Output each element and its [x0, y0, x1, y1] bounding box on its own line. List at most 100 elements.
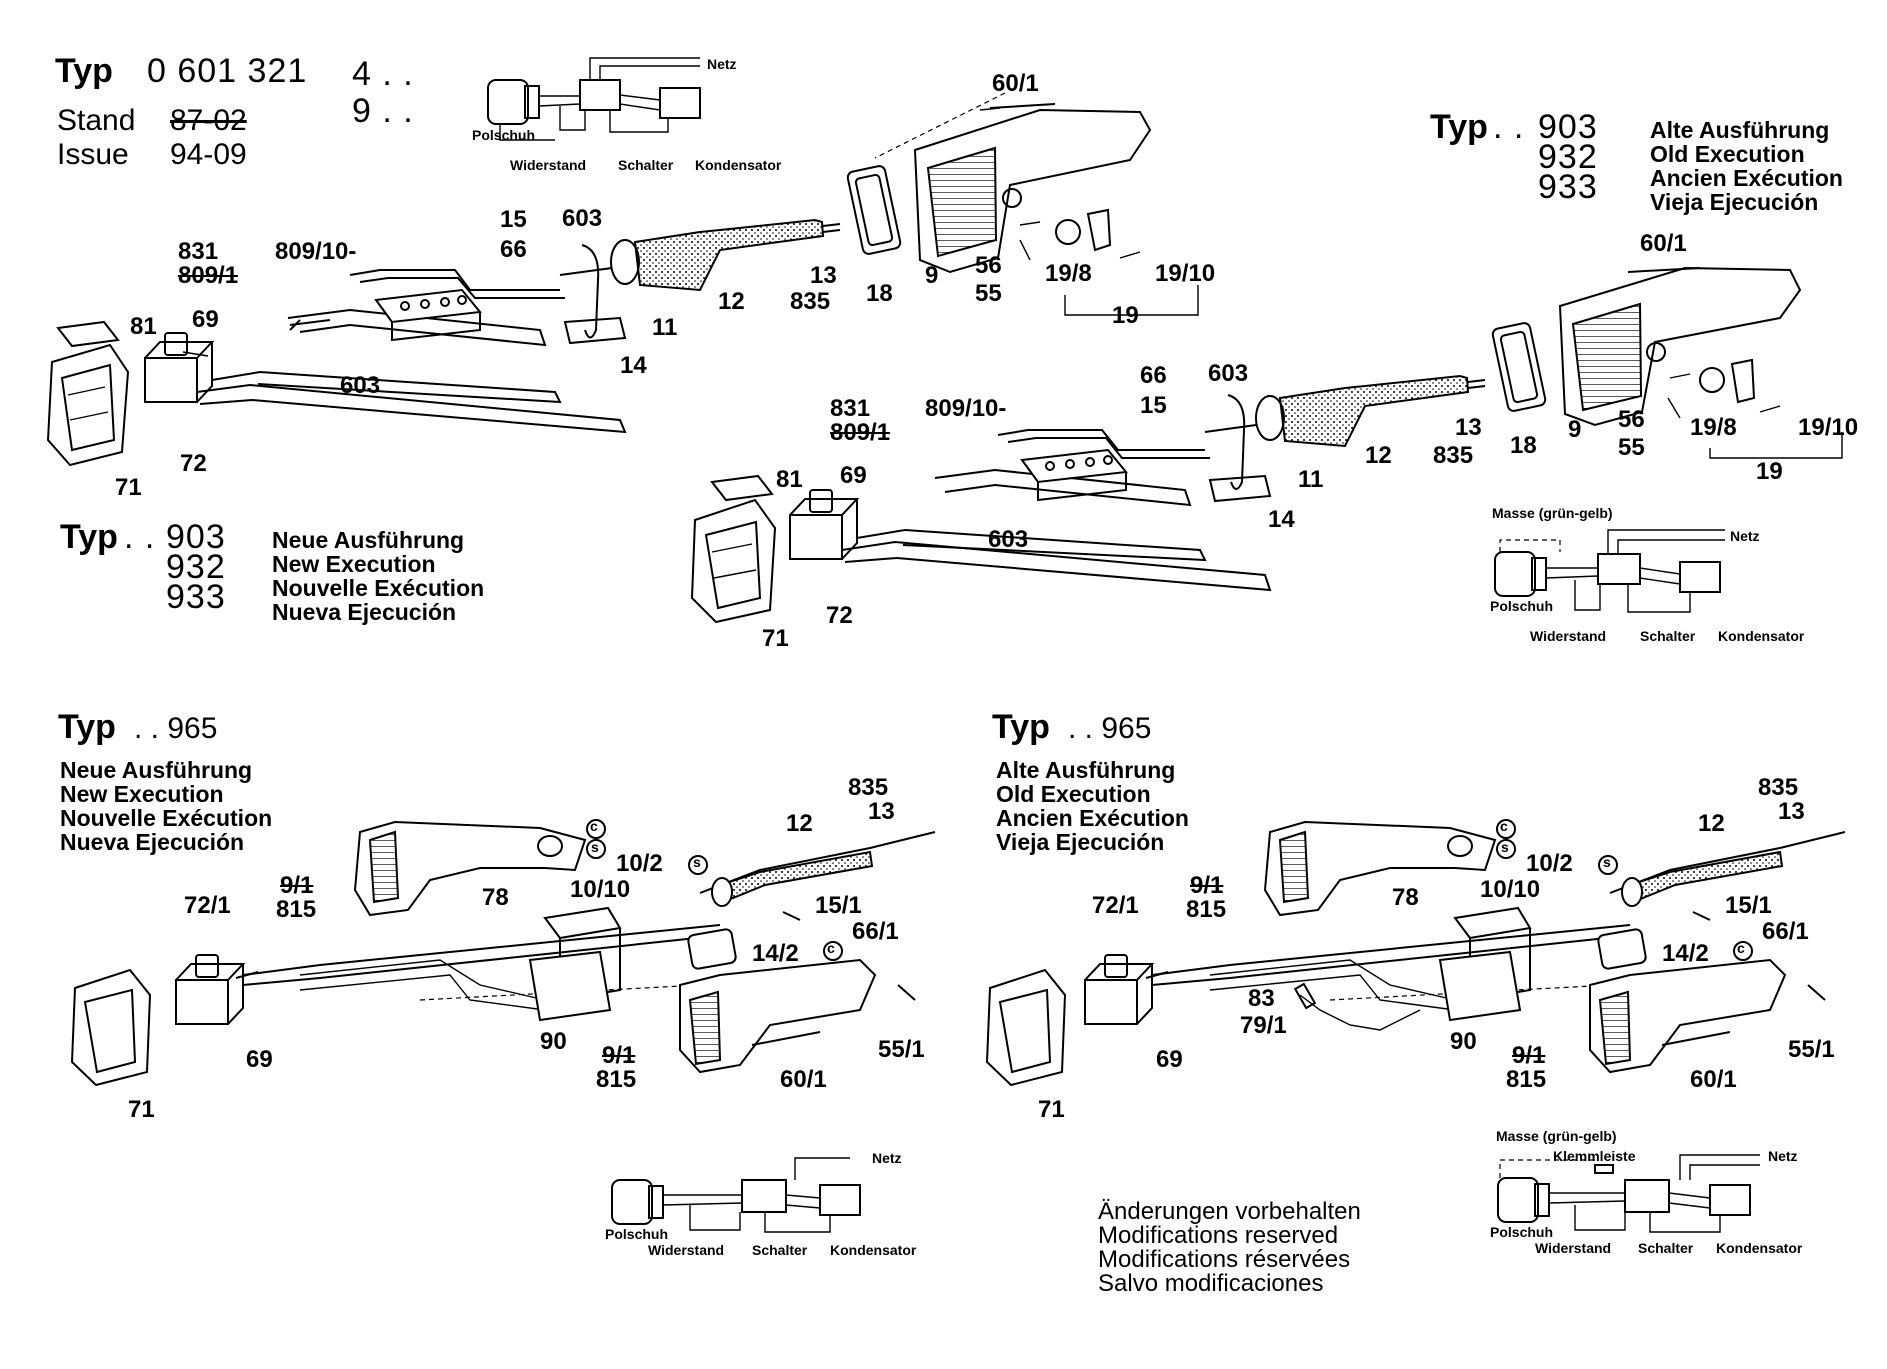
new-top-typ: Typ: [60, 518, 118, 556]
modifications-line-3: Modifications réservées: [1098, 1246, 1351, 1273]
old-top-dots: . .: [1493, 108, 1525, 146]
old-965-line-2: Old Execution: [996, 781, 1151, 807]
part-b-81: 81: [776, 466, 803, 493]
switch-10-2-d: [1438, 906, 1532, 1022]
part-c-66-1: 66/1: [852, 918, 899, 945]
old-965-line-4: Vieja Ejecución: [996, 829, 1165, 855]
part-d-15-1: 15/1: [1725, 892, 1772, 919]
part-b-19-8: 19/8: [1690, 414, 1737, 441]
w2-kondensator: Kondensator: [1718, 628, 1805, 644]
part-a-13: 13: [810, 262, 837, 289]
old-top-line-2: Old Execution: [1650, 141, 1805, 167]
new-top-line-4: Nueva Ejecución: [272, 599, 457, 625]
screw-60-1-b: [1627, 267, 1701, 273]
modifications-line-1: Änderungen vorbehalten: [1098, 1198, 1361, 1225]
part-d-78: 78: [1392, 884, 1419, 911]
switch-block-b: [1020, 448, 1128, 502]
part-b-56: 56: [1618, 406, 1645, 433]
mark-s-1: s: [591, 839, 599, 855]
part-d-10-10: 10/10: [1480, 876, 1541, 903]
armature-11-12-a: [559, 218, 841, 292]
part-c-55-1: 55/1: [878, 1036, 925, 1063]
w4-klemmleiste: Klemmleiste: [1553, 1148, 1636, 1164]
part-c-835: 835: [848, 774, 889, 801]
part-c-10-10: 10/10: [570, 876, 631, 903]
old-top-code-2: 932: [1538, 138, 1598, 176]
part-c-78: 78: [482, 884, 509, 911]
motor-housing-71-d: [985, 968, 1067, 1087]
w1-polschuh: Polschuh: [472, 127, 536, 143]
new-top-code-2: 932: [166, 548, 226, 586]
clip-603-top-b: [1227, 394, 1246, 490]
part-b-603-top: 603: [1208, 360, 1249, 387]
armature-11-12-b: [1204, 374, 1486, 448]
small-parts-19-b: [1667, 358, 1843, 459]
wiring-d: [1151, 924, 1636, 1031]
capacitor-14-b: [1208, 474, 1272, 503]
part-d-9-1b: 9/1: [1512, 1042, 1546, 1069]
wiring-schematic-w1: [487, 57, 701, 141]
part-d-9-1: 9/1: [1190, 872, 1224, 899]
part-d-60-1: 60/1: [1690, 1066, 1737, 1093]
wiring-c: [242, 924, 726, 1011]
w2-masse: Masse (grün-gelb): [1492, 505, 1613, 521]
capacitor-14-2-d: [1597, 928, 1647, 970]
w4-netz: Netz: [1768, 1148, 1798, 1164]
handle-9-1-c: [353, 820, 587, 917]
part-b-55: 55: [1618, 434, 1645, 461]
diagram-c: [70, 819, 936, 1087]
part-a-11: 11: [652, 314, 678, 341]
part-a-835: 835: [790, 288, 831, 315]
part-a-81: 81: [130, 313, 157, 340]
old-965-line-1: Alte Ausführung: [996, 757, 1176, 783]
new-965-line-2: New Execution: [60, 781, 224, 807]
old-top-line-1: Alte Ausführung: [1650, 117, 1830, 143]
part-c-15-1: 15/1: [815, 892, 862, 919]
part-d-12: 12: [1698, 810, 1725, 837]
field-plate-72-a: [144, 332, 215, 403]
screws-c: [235, 911, 916, 1046]
stand-value: 87-02: [170, 104, 247, 137]
w3-schalter: Schalter: [752, 1242, 808, 1258]
screws-d: [1145, 911, 1826, 1046]
part-a-19: 19: [1112, 302, 1139, 329]
mark-c-4: c: [1737, 940, 1745, 956]
part-d-90: 90: [1450, 1028, 1477, 1055]
part-a-809-1: 809/1: [178, 262, 239, 289]
clip-603-top-a: [581, 244, 600, 339]
wiring-schematic-w3: [611, 1157, 861, 1233]
old-965-typ: Typ: [992, 708, 1050, 746]
part-c-13: 13: [868, 798, 895, 825]
part-c-72-1: 72/1: [184, 892, 231, 919]
header-variant-b: 9 . .: [352, 92, 414, 130]
part-c-12: 12: [786, 810, 813, 837]
field-plate-72-1-d: [1084, 954, 1155, 1025]
part-b-60-1: 60/1: [1640, 230, 1687, 257]
part-b-13: 13: [1455, 414, 1482, 441]
part-b-69: 69: [840, 462, 867, 489]
part-c-10-2: 10/2: [616, 850, 663, 877]
w1-netz: Netz: [707, 56, 737, 72]
part-c-815: 815: [276, 896, 317, 923]
old-top-typ: Typ: [1430, 108, 1488, 146]
w4-schalter: Schalter: [1638, 1240, 1694, 1256]
new-965-line-3: Nouvelle Exécution: [60, 805, 273, 831]
part-a-19-10: 19/10: [1155, 260, 1216, 287]
part-a-603: 603: [340, 372, 381, 399]
part-a-809-10: 809/10-: [275, 238, 357, 265]
diagram-d: [985, 819, 1846, 1087]
part-b-19-10: 19/10: [1798, 414, 1859, 441]
mark-c-2: c: [827, 940, 835, 956]
w3-widerstand: Widerstand: [648, 1242, 725, 1258]
part-d-815b: 815: [1506, 1066, 1547, 1093]
motor-housing-71-b: [690, 498, 777, 624]
new-top-line-1: Neue Ausführung: [272, 527, 465, 553]
new-top-line-3: Nouvelle Exécution: [272, 575, 485, 601]
part-c-9-1: 9/1: [280, 872, 314, 899]
stand-label: Stand: [57, 104, 136, 137]
part-a-72: 72: [180, 450, 207, 477]
w1-schalter: Schalter: [618, 157, 674, 173]
handle-lower-d: [1589, 958, 1787, 1074]
